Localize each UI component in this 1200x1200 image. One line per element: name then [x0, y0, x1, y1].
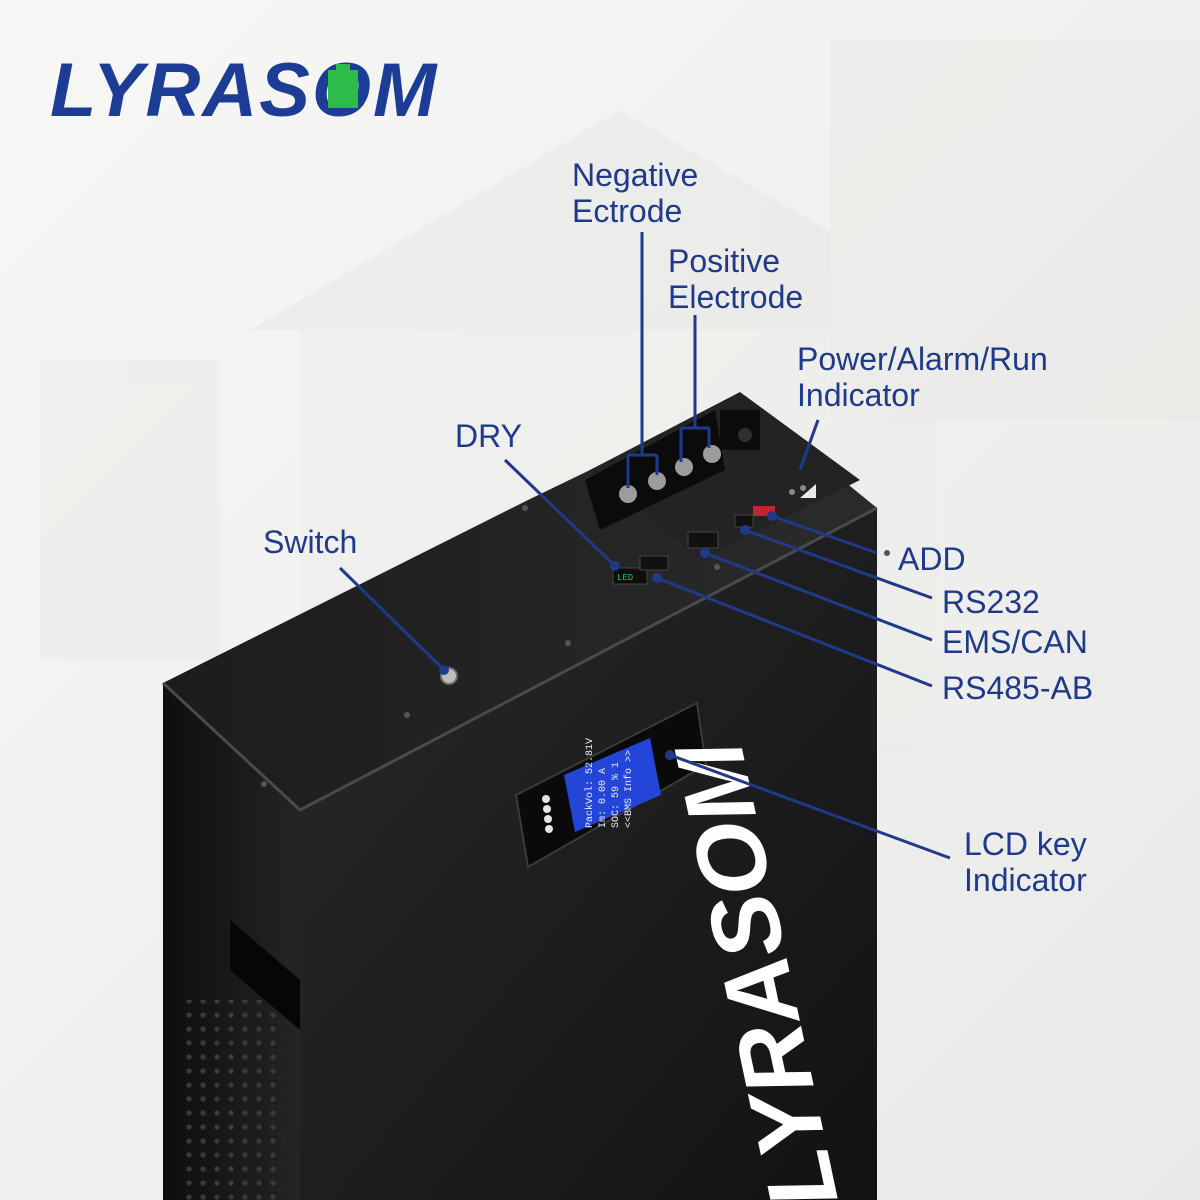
power-indicator-line-1: Power/Alarm/Run [797, 341, 1048, 377]
top-edge-highlight [161, 506, 878, 812]
lcd-line-2: Im: 0.00 A [598, 768, 609, 828]
lcd-label: LCD key Indicator [964, 826, 1087, 898]
switch-line [338, 566, 446, 672]
lcd-label-line-1: LCD key [964, 826, 1087, 862]
positive-electrode-line-2: Electrode [668, 279, 804, 315]
brand-logo: LYRASOM [50, 48, 438, 133]
add-line [771, 514, 878, 555]
panel-screws [261, 505, 890, 787]
dry-line [503, 458, 617, 568]
positive-electrode-line-1: Positive [668, 243, 781, 279]
callout-lines [338, 232, 951, 860]
lcd-line-3: SOC: 59 % 1 [611, 762, 622, 828]
side-handle [230, 920, 300, 1030]
lcd-line-4: <<BMS Info >> [623, 750, 635, 828]
terminal-block [585, 410, 760, 530]
logo-battery-cap [336, 64, 350, 70]
lcd-line [669, 753, 951, 860]
lcd-buttons [542, 795, 553, 833]
rs485-label: RS485-AB [942, 670, 1094, 706]
dry-label: DRY [455, 418, 522, 454]
lcd-screen [564, 738, 661, 832]
switch-label: Switch [263, 524, 358, 560]
power-indicator-line [798, 419, 820, 471]
power-indicator-line-2: Indicator [797, 377, 920, 413]
rs485-line [656, 576, 933, 688]
callout-dots [439, 511, 777, 760]
battery-front-panel [300, 508, 877, 1200]
lcd-text-group: PackVol: 52.81V Im: 0.00 A SOC: 59 % 1 <… [584, 738, 635, 828]
port-led-text: LED [617, 573, 633, 583]
add-dip-switch [753, 506, 775, 516]
add-label: ADD [898, 541, 966, 577]
positive-electrode-label: Positive Electrode [668, 243, 803, 315]
logo-battery-icon [328, 70, 358, 108]
terminal-ridge [590, 392, 860, 560]
positive-electrode-line [679, 315, 711, 462]
rs232-label: RS232 [942, 584, 1040, 620]
ems-can-label: EMS/CAN [942, 624, 1088, 660]
negative-electrode-line [626, 232, 659, 488]
negative-electrode-line-2: Ectrode [572, 193, 683, 229]
ems-can-line [704, 551, 933, 642]
power-indicator-label: Power/Alarm/Run Indicator [797, 341, 1048, 413]
negative-electrode-line-1: Negative [572, 157, 699, 193]
lcd-line-1: PackVol: 52.81V [584, 738, 596, 828]
side-vents [185, 1000, 285, 1200]
lcd-label-line-2: Indicator [964, 862, 1087, 898]
brand-logo-text: LYRASOM [50, 48, 438, 133]
rs232-line [744, 528, 933, 600]
negative-electrode-label: Negative Ectrode [572, 157, 698, 229]
